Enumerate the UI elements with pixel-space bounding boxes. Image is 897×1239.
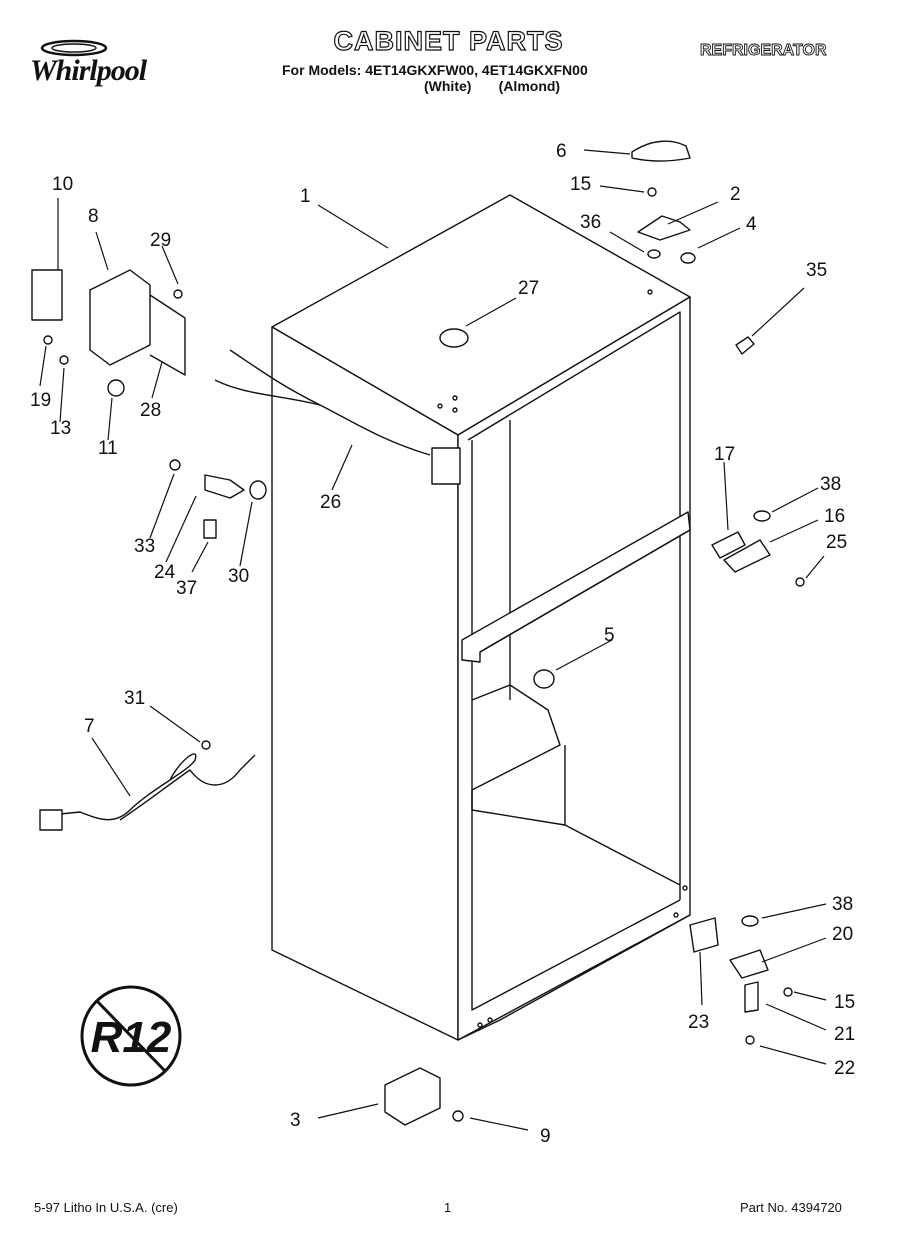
callout-19: 19 [30,390,51,411]
callout-25: 25 [826,532,847,553]
center-hinge-parts [711,510,805,587]
colors-line: (White) (Almond) [424,78,561,94]
callout-2: 2 [730,184,741,205]
callout-27: 27 [518,278,539,299]
callout-7: 7 [84,716,95,737]
relay-assembly [31,269,186,397]
page-number: 1 [444,1200,452,1215]
part-number: Part No. 4394720 [740,1200,842,1215]
brand-logo: Whirlpool [30,38,190,88]
center-hinge-bracket [461,511,691,663]
callout-16: 16 [824,506,845,527]
callout-9: 9 [540,1126,551,1147]
power-cord [39,740,256,831]
plug-button [439,328,555,689]
cabinet-body [271,194,691,1041]
logo-swoosh-icon [40,39,108,57]
callout-33: 33 [134,536,155,557]
callout-10: 10 [52,174,73,195]
bottom-hinge-parts [689,915,793,1045]
callout-22: 22 [834,1058,855,1079]
brand-name: Whirlpool [30,54,147,87]
callout-21: 21 [834,1024,855,1045]
door-stop-parts [169,459,267,539]
callout-31: 31 [124,688,145,709]
callout-38-top: 38 [820,474,841,495]
r12-badge: R12 [80,985,182,1087]
callout-15-bottom: 15 [834,992,855,1013]
callout-17: 17 [714,444,735,465]
callout-26: 26 [320,492,341,513]
callout-23: 23 [688,1012,709,1033]
callout-29: 29 [150,230,171,251]
badge-text: R12 [91,1013,172,1062]
wiring-harness [214,349,461,485]
callout-11: 11 [98,438,118,459]
callout-4: 4 [746,214,757,235]
callout-24: 24 [154,562,176,583]
print-info: 5-97 Litho In U.S.A. (cre) [34,1200,178,1215]
models-line: For Models: 4ET14GKXFW00, 4ET14GKXFN00 [282,62,588,78]
callout-15-top: 15 [570,174,591,195]
callout-5: 5 [604,625,615,646]
leveling-leg [384,1067,464,1126]
callout-3: 3 [290,1110,301,1131]
callout-6: 6 [556,141,567,162]
top-hinge [631,140,755,355]
callout-8: 8 [88,206,99,227]
callout-28: 28 [140,400,161,421]
callout-30: 30 [228,566,249,587]
callout-13: 13 [50,418,71,439]
callout-20: 20 [832,924,853,945]
appliance-type: REFRIGERATOR [700,42,827,60]
page-title: CABINET PARTS [333,25,564,56]
callout-1: 1 [300,186,311,207]
callout-36: 36 [580,212,601,233]
callout-numbers: 1 2 3 4 5 6 7 8 9 10 11 13 15 15 16 17 1… [30,141,855,1147]
callout-leaders [39,149,827,1131]
callout-37: 37 [176,578,197,599]
callout-35: 35 [806,260,827,281]
callout-38-bottom: 38 [832,894,853,915]
